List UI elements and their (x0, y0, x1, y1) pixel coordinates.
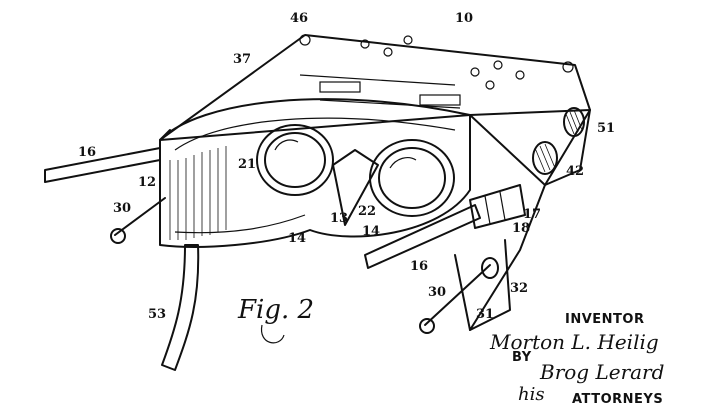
ref-10: 10 (455, 11, 473, 26)
ref-37: 37 (233, 52, 251, 67)
ref-30-left: 30 (113, 201, 131, 216)
ear-piece (161, 244, 200, 371)
ref-51: 51 (597, 121, 615, 136)
ref-14-left: 14 (288, 231, 306, 246)
nose-bridge (332, 149, 379, 226)
ref-46: 46 (290, 11, 308, 26)
ref-22: 22 (358, 204, 376, 219)
pin-left (110, 197, 166, 244)
eyepiece-right (369, 139, 455, 217)
ref-53: 53 (148, 307, 166, 322)
figure-caption: Fig. 2 (237, 295, 314, 325)
attorneys-label: ATTORNEYS (572, 392, 664, 407)
foam-texture (169, 146, 227, 240)
ref-32: 32 (510, 281, 528, 296)
caption-flourish (261, 324, 285, 344)
his-label: his (518, 384, 545, 405)
ref-21: 21 (238, 157, 256, 172)
ref-31: 31 (476, 307, 494, 322)
ref-12: 12 (138, 175, 156, 190)
lower-bracket (454, 239, 511, 331)
housing-side (469, 107, 591, 331)
attorney-signature: Brog Lerard (540, 360, 665, 384)
inventor-signature: Morton L. Heilig (490, 330, 659, 354)
by-label: BY (512, 350, 532, 365)
inventor-label: INVENTOR (565, 312, 645, 327)
buckle (469, 184, 526, 229)
ref-18: 18 (512, 221, 530, 236)
housing-top (159, 34, 591, 186)
pin-right (419, 257, 499, 334)
ref-13: 13 (330, 211, 348, 226)
face-mask (159, 98, 471, 248)
ref-16-left: 16 (78, 145, 96, 160)
strap-left (44, 147, 161, 183)
ref-16-right: 16 (410, 259, 428, 274)
ref-14-right: 14 (362, 224, 380, 239)
ref-42: 42 (566, 164, 584, 179)
eyepiece-left (256, 124, 334, 196)
ref-17: 17 (523, 207, 541, 222)
ref-30-right: 30 (428, 285, 446, 300)
strap-right (364, 204, 481, 269)
